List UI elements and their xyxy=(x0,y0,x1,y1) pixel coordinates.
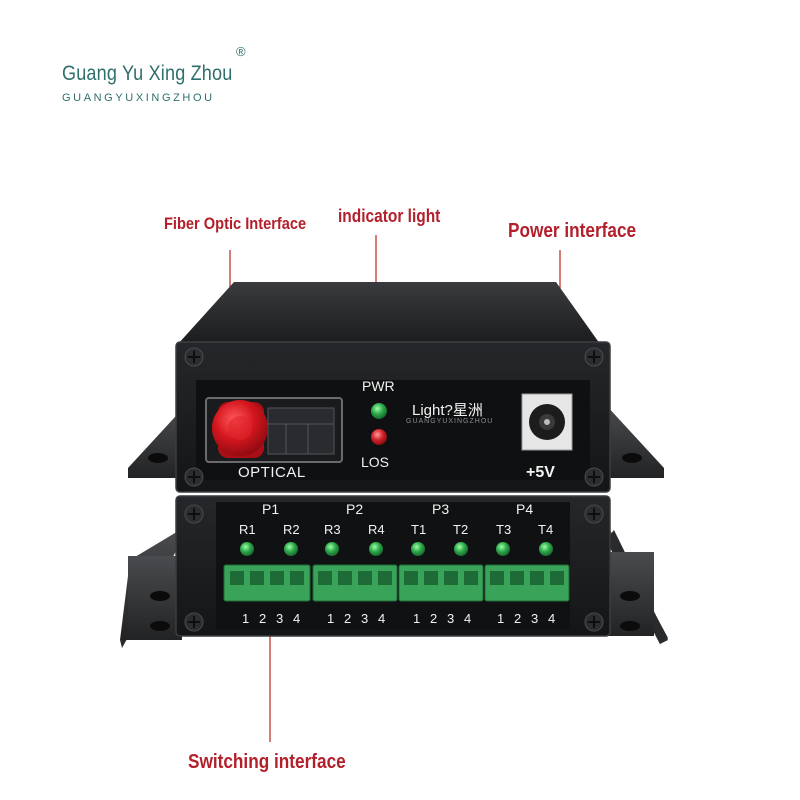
top-unit xyxy=(128,282,664,493)
channel-label-r1: R1 xyxy=(239,522,256,537)
group-label-p3: P3 xyxy=(432,501,450,517)
pin-number: 2 xyxy=(430,611,438,626)
led-r4 xyxy=(369,542,383,556)
group-label-p4: P4 xyxy=(516,501,534,517)
registered-mark: ® xyxy=(236,44,246,59)
callout-indicator-light: indicator light xyxy=(338,206,441,226)
channel-label-t2: T2 xyxy=(453,522,469,537)
led-r2 xyxy=(284,542,298,556)
terminal-block-p2[interactable] xyxy=(312,564,398,602)
channel-label-t1: T1 xyxy=(411,522,427,537)
led-t4 xyxy=(539,542,553,556)
pin-number: 4 xyxy=(293,611,301,626)
channel-label-t3: T3 xyxy=(496,522,512,537)
channel-label-r2: R2 xyxy=(283,522,300,537)
pin-number: 1 xyxy=(242,611,250,626)
device-logo-text: Light?星洲 xyxy=(412,402,483,419)
pwr-label: PWR xyxy=(362,378,395,394)
pin-number: 3 xyxy=(531,611,539,626)
los-led xyxy=(371,429,387,445)
brand-subtitle: GUANGYUXINGZHOU xyxy=(62,92,215,104)
channel-label-r3: R3 xyxy=(324,522,341,537)
terminal-block-p1[interactable] xyxy=(223,564,311,602)
channel-label-t4: T4 xyxy=(538,522,554,537)
callout-power-interface: Power interface xyxy=(508,220,637,242)
pin-number: 1 xyxy=(497,611,505,626)
brand-name: Guang Yu Xing Zhou xyxy=(62,62,233,85)
pin-number: 1 xyxy=(413,611,421,626)
brand-logo: Guang Yu Xing Zhou GUANGYUXINGZHOU ® xyxy=(62,44,260,104)
bottom-unit xyxy=(120,495,668,648)
callout-switching-interface: Switching interface xyxy=(188,751,346,773)
pin-number: 3 xyxy=(447,611,455,626)
pin-number: 4 xyxy=(464,611,472,626)
pin-number: 2 xyxy=(344,611,352,626)
led-r3 xyxy=(325,542,339,556)
pwr-led xyxy=(371,403,387,419)
pin-number: 3 xyxy=(276,611,284,626)
pin-number: 4 xyxy=(548,611,556,626)
channel-label-r4: R4 xyxy=(368,522,385,537)
pin-number: 2 xyxy=(514,611,522,626)
voltage-label: +5V xyxy=(526,464,555,481)
dc-power-jack[interactable] xyxy=(521,393,573,451)
pin-number: 1 xyxy=(327,611,335,626)
group-label-p1: P1 xyxy=(262,501,280,517)
pin-number: 3 xyxy=(361,611,369,626)
pin-number: 4 xyxy=(378,611,386,626)
led-t1 xyxy=(411,542,425,556)
led-t3 xyxy=(496,542,510,556)
fiber-dust-cap[interactable] xyxy=(212,400,268,458)
optical-label: OPTICAL xyxy=(238,464,306,481)
led-t2 xyxy=(454,542,468,556)
los-label: LOS xyxy=(361,454,390,470)
led-r1 xyxy=(240,542,254,556)
terminal-block-p3[interactable] xyxy=(398,564,484,602)
pin-number: 2 xyxy=(259,611,267,626)
group-label-p2: P2 xyxy=(346,501,364,517)
callout-fiber-optic-interface: Fiber Optic Interface xyxy=(164,214,307,233)
terminal-block-p4[interactable] xyxy=(484,564,570,602)
device-logo-sub: GUANGYUXINGZHOU xyxy=(406,418,494,425)
